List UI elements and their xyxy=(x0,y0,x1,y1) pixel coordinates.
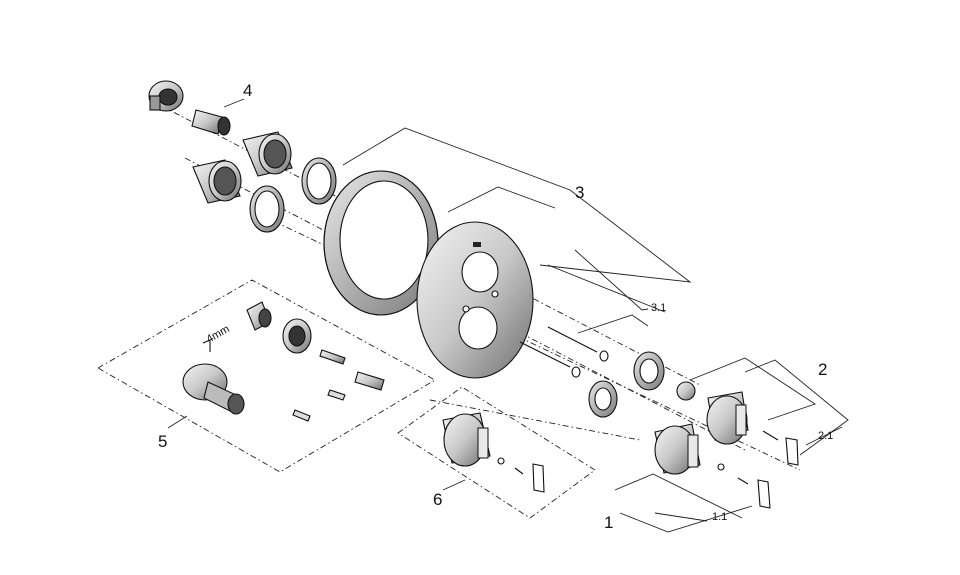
part-6-screw-and-cap xyxy=(497,457,545,493)
part-3-1-screw-upper xyxy=(547,326,609,362)
group-5-boundary xyxy=(97,279,436,473)
part-2-adapter xyxy=(676,381,696,401)
part-4-spindle xyxy=(191,109,231,136)
label-part-4: 4 xyxy=(243,81,252,100)
label-part-6: 6 xyxy=(433,490,442,509)
label-part-2: 2 xyxy=(818,360,827,379)
allen-key-icon xyxy=(202,339,211,352)
part-6-handle xyxy=(442,412,491,467)
label-part-2-1: 2.1 xyxy=(818,430,833,442)
seal-ring-upper xyxy=(301,157,337,205)
label-part-3: 3 xyxy=(575,183,584,202)
part-2-handle xyxy=(706,391,749,445)
part-5-cartridge-sleeve xyxy=(246,301,272,331)
part-1-ring xyxy=(588,380,618,418)
part-1-1-screw-and-cap xyxy=(717,463,771,509)
part-4-sleeve-upper xyxy=(242,131,293,177)
tool-size-label: 4mm xyxy=(205,323,232,346)
part-3-trim-ring xyxy=(323,170,439,316)
part-3-escutcheon-plate xyxy=(416,221,534,379)
part-1-handle xyxy=(654,423,701,475)
seal-ring-lower xyxy=(249,185,285,233)
part-4-sleeve-lower xyxy=(192,159,242,204)
part-2-1-screw-and-cap xyxy=(762,430,799,466)
leader-lines xyxy=(167,98,849,533)
part-2-ring xyxy=(633,351,665,391)
part-5-cartridge-ring xyxy=(282,318,312,354)
group-6-boundary xyxy=(397,386,596,519)
label-part-1: 1 xyxy=(604,513,613,532)
part-5-thermostatic-element xyxy=(182,363,245,415)
label-part-3-1: 3.1 xyxy=(651,302,666,314)
label-part-5: 5 xyxy=(158,432,167,451)
label-part-1-1: 1.1 xyxy=(712,511,727,523)
part-3-1-screw-lower xyxy=(519,341,581,378)
part-5-small-pins xyxy=(292,349,385,422)
part-4-nut xyxy=(148,80,184,112)
